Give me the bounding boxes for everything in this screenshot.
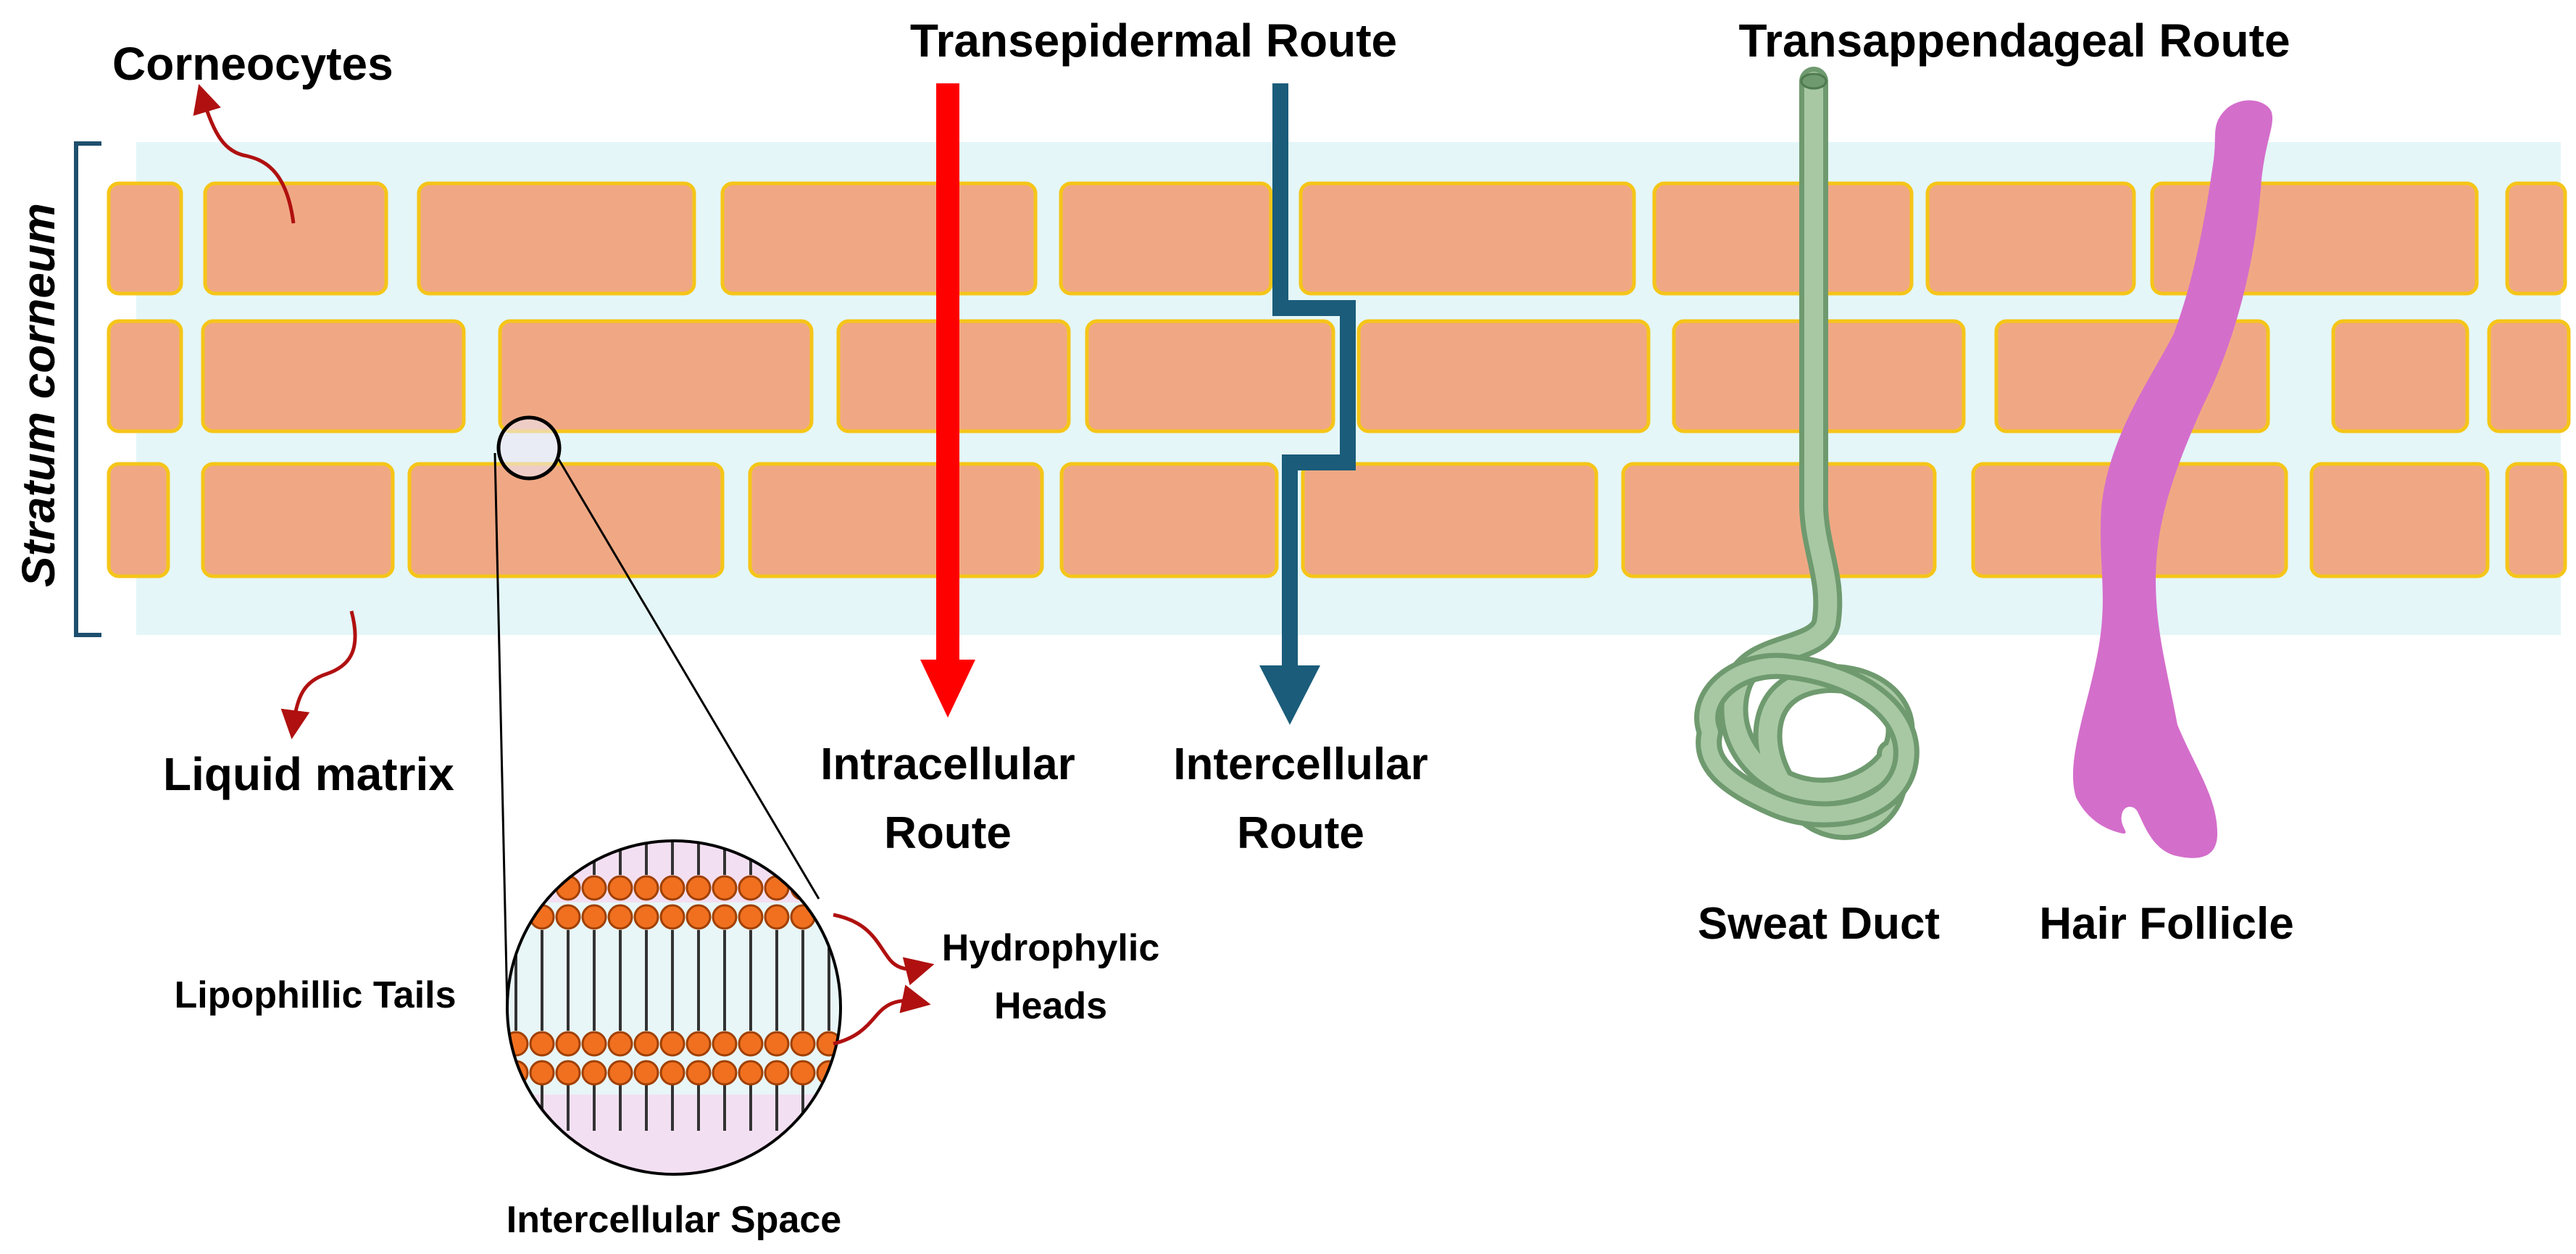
corneocyte-cell [417, 181, 696, 296]
hydrophylic-heads-label-line2: Heads [994, 985, 1107, 1027]
corneocyte-cell [2505, 181, 2567, 296]
intercellular-route-arrow [1259, 83, 1356, 725]
lipid-head [607, 904, 633, 930]
lipid-head [712, 1060, 738, 1086]
corneocyte-cell [748, 462, 1044, 578]
corneocyte-cell [201, 319, 466, 433]
lipid-head [581, 1031, 607, 1057]
lipid-head [633, 904, 659, 930]
lipid-head [607, 1060, 633, 1086]
corneocyte-cell [407, 462, 725, 578]
corneocyte-cell [107, 181, 183, 296]
lipid-head [712, 904, 738, 930]
intercellular-route-label-line1: Intercellular [1173, 739, 1427, 789]
heads-pointer-top-icon [833, 913, 935, 986]
hair-follicle-label: Hair Follicle [2039, 899, 2293, 949]
lipid-head [738, 1031, 764, 1057]
corneocyte-cell [1301, 462, 1598, 578]
corneocyte-cell [720, 181, 1038, 296]
lipid-bilayer-zoom [506, 839, 842, 1176]
lipid-head [764, 904, 790, 930]
heads-pointer-bottom-icon [833, 984, 931, 1046]
lipid-head [790, 1060, 816, 1086]
lipid-head [529, 1031, 555, 1057]
corneocyte-pointer-icon [193, 83, 296, 224]
lipid-head [607, 875, 633, 901]
lipid-head [633, 1031, 659, 1057]
lipid-head [816, 875, 841, 901]
corneocyte-cell [203, 181, 388, 296]
corneocyte-cell [2331, 319, 2469, 433]
lipid-head [659, 904, 685, 930]
lipid-head [685, 904, 712, 930]
zoom-magnifier [493, 415, 820, 1008]
lipid-head [685, 1060, 712, 1086]
lipid-head [764, 1060, 790, 1086]
corneocyte-cell [1059, 462, 1279, 578]
hair-follicle-shape [2072, 100, 2273, 858]
lipid-head [633, 875, 659, 901]
corneocyte-cell [1299, 181, 1636, 296]
lipid-head [738, 1060, 764, 1086]
lipid-head [659, 1060, 685, 1086]
lipid-head [581, 1060, 607, 1086]
lipid-head [607, 1031, 633, 1057]
lipid-head [507, 904, 529, 930]
lipid-head [633, 1060, 659, 1086]
intracellular-route-label-line2: Route [884, 808, 1012, 858]
lipid-head [659, 875, 685, 901]
corneocyte-cell [1652, 181, 1914, 296]
corneocyte-cell [1925, 181, 2136, 296]
corneocyte-cell [107, 319, 183, 433]
stratum-corneum-bracket [74, 141, 101, 637]
corneocytes-label: Corneocytes [112, 38, 393, 90]
liquid-matrix-label: Liquid matrix [163, 748, 454, 800]
lipid-head [738, 904, 764, 930]
lipid-head [529, 1060, 555, 1086]
lipid-head [790, 875, 816, 901]
corneocyte-cell [1621, 462, 1937, 578]
intercellular-space-label: Intercellular Space [507, 1199, 841, 1241]
intracellular-route-arrow [920, 83, 975, 718]
stratum-corneum-label: Stratum corneum [12, 203, 64, 587]
corneocyte-cell [1356, 319, 1651, 433]
corneocyte-cell [1085, 319, 1335, 433]
lipid-head [764, 875, 790, 901]
lipid-head [581, 875, 607, 901]
hydrophylic-heads-label-line1: Hydrophylic [942, 927, 1160, 969]
lipid-head [507, 1031, 529, 1057]
lipid-head [685, 875, 712, 901]
transepidermal-route-label: Transepidermal Route [910, 14, 1397, 67]
lipid-head [555, 904, 581, 930]
corneocyte-cell [107, 462, 170, 578]
corneocyte-cell [498, 319, 814, 433]
matrix-pointer-icon [280, 610, 357, 739]
corneocyte-cell [201, 462, 395, 578]
sweat-duct-label: Sweat Duct [1698, 899, 1940, 949]
lipid-head [581, 904, 607, 930]
corneocyte-cell [2487, 319, 2571, 433]
lipid-head [685, 1031, 712, 1057]
intracellular-route-label-line1: Intracellular [820, 739, 1075, 789]
lipid-head [712, 875, 738, 901]
lipophilic-tails-label: Lipophillic Tails [174, 974, 456, 1016]
intercellular-route-label-line2: Route [1237, 808, 1364, 858]
lipid-head [790, 904, 816, 930]
sweat-duct-shape [1694, 67, 1920, 840]
lipid-head [555, 1060, 581, 1086]
corneocyte-cell [2309, 462, 2490, 578]
corneocyte-cell [1059, 181, 1273, 296]
lipid-head [507, 875, 529, 901]
lipid-head [738, 875, 764, 901]
lipid-head [790, 1031, 816, 1057]
lipid-head [712, 1031, 738, 1057]
corneocyte-cell [2505, 462, 2567, 578]
lipid-head [764, 1031, 790, 1057]
transappendageal-route-label: Transappendageal Route [1738, 14, 2290, 67]
lipid-head [555, 1031, 581, 1057]
lipid-head [659, 1031, 685, 1057]
